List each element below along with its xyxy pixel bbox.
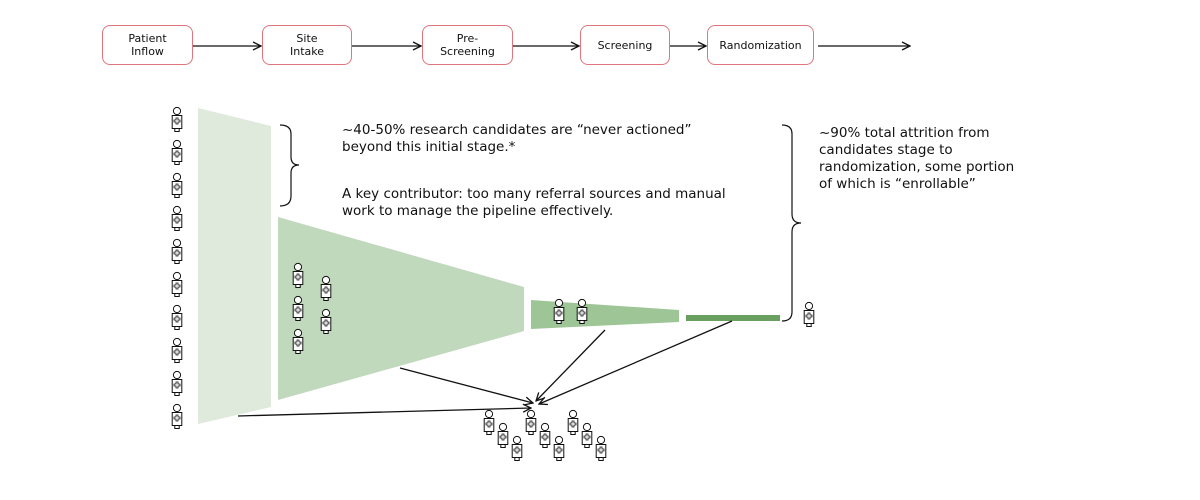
patient-icon (171, 370, 183, 396)
patient-icon (171, 205, 183, 231)
funnel-stage-screening (686, 315, 780, 321)
patient-icon (803, 301, 815, 327)
annotation-key-contributor: A key contributor: too many referral sou… (342, 186, 726, 219)
dropout-arrow-inflow (237, 408, 531, 417)
funnel-stage-site-intake (278, 217, 524, 400)
patient-icon (171, 271, 183, 297)
patient-icon (171, 172, 183, 198)
patient-icon (595, 435, 607, 461)
patient-icon (320, 275, 332, 301)
funnel-stage-patient-inflow (198, 108, 271, 424)
patient-icon (171, 106, 183, 132)
brace-total-attrition (781, 124, 802, 322)
step-pre-screening: Pre- Screening (422, 25, 513, 65)
patient-icon (292, 328, 304, 354)
patient-icon (171, 304, 183, 330)
step-screening: Screening (580, 25, 670, 65)
dropout-arrow-screening (539, 320, 733, 404)
patient-icon (171, 403, 183, 429)
annotation-total-attrition: ~90% total attrition from candidates sta… (819, 125, 1015, 192)
step-patient-inflow: Patient Inflow (102, 25, 193, 65)
dropout-arrow-prescreening (536, 329, 606, 401)
patient-icon (171, 139, 183, 165)
dropout-arrow-intake (399, 367, 533, 403)
patient-icon (553, 298, 565, 324)
patient-icon (567, 409, 579, 435)
patient-icon (171, 337, 183, 363)
brace-initial-stage (279, 124, 300, 207)
patient-icon (576, 298, 588, 324)
patient-icon (525, 409, 537, 435)
patient-icon (553, 435, 565, 461)
funnel-stage-pre-screening (531, 300, 679, 329)
patient-icon (320, 308, 332, 334)
dropout-arrows (237, 320, 733, 417)
dropout-group-icons (483, 409, 607, 461)
patient-inflow-icons (171, 106, 183, 429)
step-randomization: Randomization (707, 25, 814, 65)
annotation-never-actioned: ~40-50% research candidates are “never a… (342, 122, 692, 155)
patient-icon (292, 262, 304, 288)
step-site-intake: Site Intake (262, 25, 352, 65)
randomized-icon (803, 301, 815, 327)
patient-icon (511, 435, 523, 461)
patient-icon (171, 238, 183, 264)
patient-icon (292, 295, 304, 321)
patient-icon (581, 422, 593, 448)
patient-icon (483, 409, 495, 435)
patient-icon (497, 422, 509, 448)
patient-icon (539, 422, 551, 448)
